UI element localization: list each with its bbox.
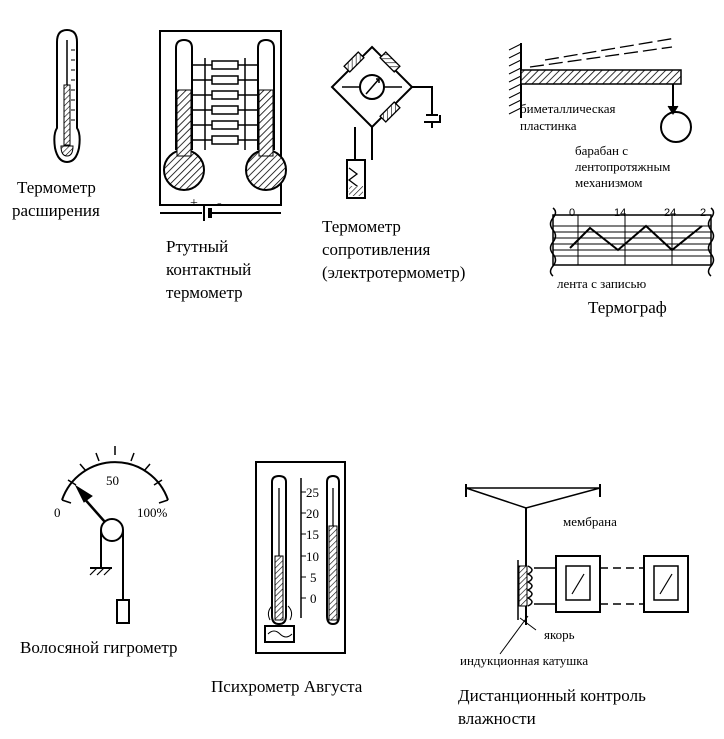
expansion-thermometer-label-1: Термометр: [17, 178, 96, 197]
induction-coil-label: индукционная катушка: [460, 653, 589, 668]
psychrometer-scale-10: 10: [306, 549, 319, 564]
membrane-label: мембрана: [563, 514, 617, 529]
remote-humidity-control: [465, 484, 689, 655]
hygrometer-title: Волосяной гигрометр: [20, 638, 178, 657]
resistance-thermometer: [330, 45, 441, 199]
psychrometer-scale-0: 0: [310, 591, 317, 606]
remote-control-title-2: влажности: [458, 709, 536, 728]
tape-hour-2: 2: [700, 207, 707, 219]
bimetal-plate-label-1: биметаллическая: [520, 101, 616, 116]
remote-control-title-1: Дистанционный контроль: [458, 686, 646, 705]
tape-label: лента с записью: [557, 276, 647, 291]
hygrometer-scale-100: 100%: [137, 505, 168, 520]
drum-label-3: механизмом: [575, 175, 643, 190]
psychrometer-scale-15: 15: [306, 527, 319, 542]
august-psychrometer: [255, 461, 346, 654]
psychrometer-title: Психрометр Августа: [211, 677, 363, 696]
drum-label-2: лентопротяжным: [575, 159, 671, 174]
psychrometer-scale-5: 5: [310, 570, 317, 585]
drum-label-1: барабан с: [575, 143, 629, 158]
hygrometer-scale-50: 50: [106, 473, 119, 488]
battery-plus-sign: +: [190, 196, 198, 211]
psychrometer-scale-25: 25: [306, 485, 319, 500]
anchor-label: якорь: [544, 627, 575, 642]
tape-hour-14: 14: [614, 207, 627, 219]
resistance-thermometer-label-2: сопротивления: [322, 240, 431, 259]
expansion-thermometer: [53, 28, 81, 164]
tape-hour-0: 0: [569, 207, 576, 219]
resistance-thermometer-label-1: Термометр: [322, 217, 401, 236]
mercury-thermometer-label-3: термометр: [166, 283, 243, 302]
mercury-contact-thermometer: [159, 30, 287, 221]
expansion-thermometer-label-2: расширения: [12, 201, 100, 220]
mercury-thermometer-label-2: контактный: [166, 260, 252, 279]
battery-minus-sign: -: [217, 196, 222, 211]
tape-hour-24: 24: [664, 207, 677, 219]
thermograph-title: Термограф: [588, 298, 667, 317]
resistance-thermometer-label-3: (электротермометр): [322, 263, 466, 282]
thermograph: [508, 37, 715, 277]
hygrometer-scale-0: 0: [54, 505, 61, 520]
mercury-thermometer-label-1: Ртутный: [166, 237, 229, 256]
hair-hygrometer: [61, 446, 169, 624]
psychrometer-scale-20: 20: [306, 506, 319, 521]
bimetal-plate-label-2: пластинка: [520, 118, 577, 133]
